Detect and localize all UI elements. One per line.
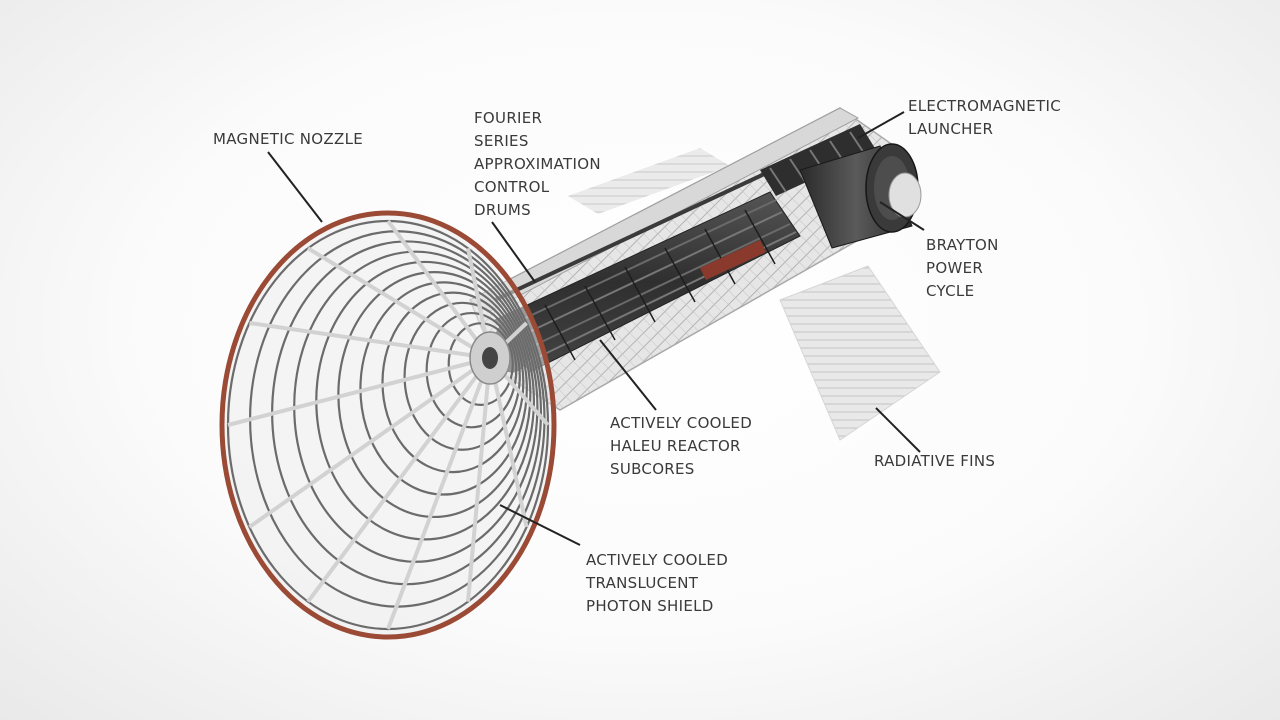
nozzle-wire-ring xyxy=(337,271,532,519)
nozzle-wire-ring xyxy=(359,281,528,496)
nozzle-spoke xyxy=(466,357,492,602)
label-magnetic-nozzle: MAGNETIC NOZZLE xyxy=(213,130,364,148)
control-rod xyxy=(494,160,791,302)
nozzle-spoke xyxy=(386,357,492,630)
label-haleu-reactor-subcores: ACTIVELY COOLED HALEU REACTOR SUBCORES xyxy=(610,414,753,478)
label-electromagnetic-launcher: ELECTROMAGNETIC LAUNCHER xyxy=(908,97,1061,138)
nozzle-spoke xyxy=(306,246,492,360)
nozzle-spoke xyxy=(249,321,491,360)
label-radiative-fins: RADIATIVE FINS xyxy=(874,452,996,470)
nozzle-spoke xyxy=(227,356,491,427)
label-brayton-power-cycle: BRAYTON POWER CYCLE xyxy=(926,236,999,300)
nozzle-wire-ring xyxy=(447,322,514,406)
brayton-cylinder xyxy=(799,143,922,249)
label-photon-shield: ACTIVELY COOLED TRANSLUCENT PHOTON SHIEL… xyxy=(586,551,729,615)
nozzle-spoke xyxy=(248,356,492,529)
nozzle-spoke xyxy=(488,357,529,528)
leader-lines xyxy=(267,111,925,546)
nozzle-wire-ring xyxy=(381,291,525,474)
label-fourier-control-drums: FOURIER SERIES APPROXIMATION CONTROL DRU… xyxy=(474,109,601,219)
nozzle-spoke xyxy=(306,356,492,603)
nozzle-spoke xyxy=(386,219,492,360)
nozzle-wire-ring xyxy=(425,311,518,429)
radiative-fins xyxy=(779,265,941,441)
upper-radiator-fins xyxy=(568,148,730,214)
magnetic-nozzle-dish xyxy=(219,210,557,640)
nozzle-wire-ring xyxy=(403,301,521,451)
